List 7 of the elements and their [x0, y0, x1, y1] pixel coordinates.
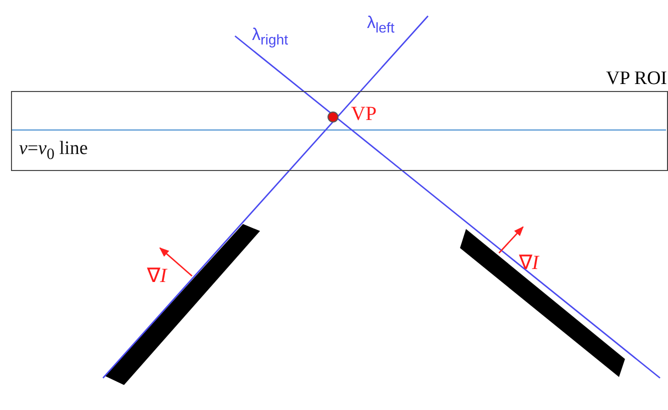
line-label: v=v$_{0}$ line — [19, 139, 88, 163]
line-label: λ$_{right}$ — [252, 26, 288, 48]
region-label: VP ROI — [606, 68, 667, 90]
gradient-label: ∇I — [147, 266, 167, 286]
gradient-label: ∇I — [519, 253, 539, 273]
line-label: λ$_{left}$ — [367, 14, 394, 36]
point-label: VP — [351, 104, 377, 124]
